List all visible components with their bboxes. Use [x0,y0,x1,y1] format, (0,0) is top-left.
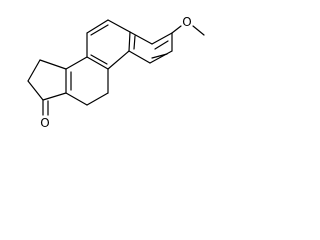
bond-o-methyl [192,25,205,36]
bond-b5 [107,50,130,70]
bond-b-inner-2 [90,54,108,65]
bond-c1 [65,56,88,70]
bond-b2 [86,19,109,34]
bond-d4 [42,92,67,101]
methoxy-group: O [171,15,205,36]
ketone-oxygen-label: O [40,116,49,130]
bond-d3 [27,80,44,101]
ring-d [27,59,67,101]
bond-a5 [128,31,131,52]
bond-aryl-o [171,25,182,34]
methoxy-oxygen-label: O [182,15,191,29]
bond-a6 [129,31,153,45]
bond-b4 [86,56,109,70]
bond-a-inner-2 [151,53,168,59]
bond-a-inner-1 [154,40,169,50]
ring-a [128,31,173,64]
chemical-structure-diagram: O O [27,15,205,130]
bond-a4 [128,50,151,64]
bond-d1 [39,59,67,70]
bond-a1 [151,32,173,45]
bond-c3 [65,92,88,106]
ring-b [86,19,131,70]
bond-b-inner-1 [90,24,109,36]
bond-d2 [27,59,41,82]
ketone-group: O [40,99,50,130]
bond-a3 [149,50,173,64]
bond-a-inner-3 [133,35,136,50]
ring-c [65,56,109,106]
bond-c4 [86,92,109,106]
bond-b1 [107,19,131,33]
